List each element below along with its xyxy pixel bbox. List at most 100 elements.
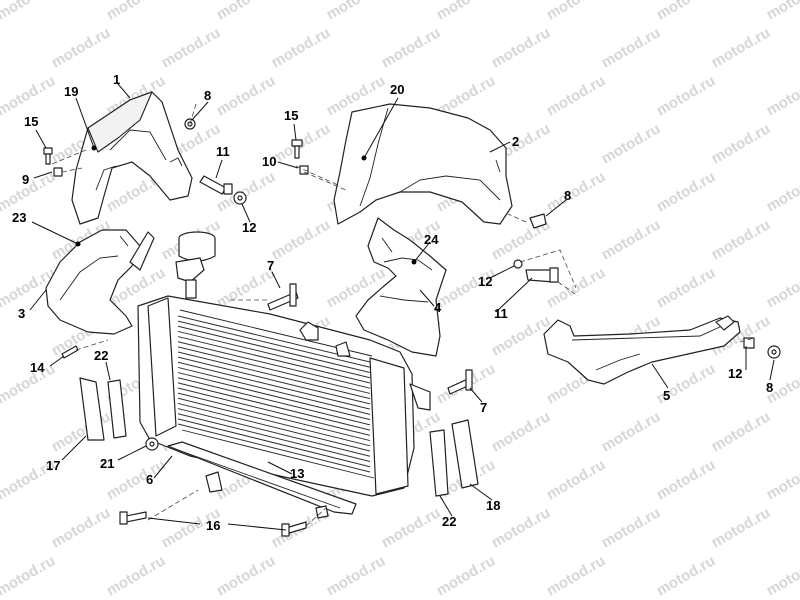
callout-7-right: 7: [480, 400, 487, 415]
callout-8-right: 8: [564, 188, 571, 203]
radiator-fin: [177, 341, 371, 389]
watermark-text: motod.ru: [764, 72, 800, 119]
callout-11-upper: 11: [216, 144, 230, 159]
part-3-left-shroud: [45, 229, 155, 335]
part-18-foam-strip: [451, 419, 479, 489]
watermark-text: motod.ru: [709, 120, 774, 167]
watermark-text: motod.ru: [544, 456, 609, 503]
radiator-fins: [177, 315, 371, 473]
callout-13: 13: [290, 466, 304, 481]
callout-12-right: 12: [478, 274, 492, 289]
radiator-fin: [177, 361, 371, 410]
radiator-core: [137, 295, 431, 497]
watermark-text: motod.ru: [654, 72, 719, 119]
watermark-text: motod.ru: [599, 408, 664, 455]
part-21-nut: [145, 437, 159, 451]
part-9-nut-left: [53, 167, 63, 177]
watermark-text: motod.ru: [49, 504, 114, 551]
part-15-screw-left: [43, 147, 53, 165]
radiator-fin: [177, 392, 371, 442]
callout-7-upper: 7: [267, 258, 274, 273]
watermark-text: motod.ru: [764, 456, 800, 503]
callout-8-far-right: 8: [766, 380, 773, 395]
watermark-text: motod.ru: [544, 552, 609, 599]
callout-16: 16: [206, 518, 220, 533]
radiator-fin: [177, 372, 371, 421]
radiator-fin: [177, 423, 371, 473]
callout-19: 19: [64, 84, 78, 99]
radiator-fin: [177, 336, 371, 384]
watermark-text: motod.ru: [764, 168, 800, 215]
callout-14: 14: [30, 360, 45, 375]
watermark-text: motod.ru: [379, 24, 444, 71]
watermark-text: motod.ru: [0, 552, 58, 599]
radiator-fin: [177, 387, 371, 436]
callout-12-upper: 12: [242, 220, 256, 235]
radiator-fin: [177, 346, 371, 394]
watermark-text: motod.ru: [0, 72, 58, 119]
watermark-text: motod.ru: [269, 24, 334, 71]
callout-20: 20: [390, 82, 404, 97]
part-17-foam-strip: [79, 377, 105, 441]
part-11-bolt-upper: [199, 175, 233, 195]
watermark-text: motod.ru: [0, 216, 3, 263]
radiator-fin: [177, 330, 371, 379]
radiator-fin: [177, 413, 371, 463]
watermark-text: motod.ru: [0, 312, 3, 359]
watermark-text: motod.ru: [0, 0, 58, 23]
callout-4: 4: [434, 300, 442, 315]
foam-strips: [79, 377, 479, 497]
callout-1: 1: [113, 72, 120, 87]
callout-labels: 1 2 3 4 5 6 7 7 8 8 8 9 10 11 11 12 12 1…: [12, 72, 773, 533]
callout-12-far-right: 12: [728, 366, 742, 381]
watermark-text: motod.ru: [599, 120, 664, 167]
watermark-text: motod.ru: [214, 0, 279, 23]
callout-15-center: 15: [284, 108, 298, 123]
radiator-fin: [177, 377, 371, 426]
part-15-screw-center: [291, 139, 303, 159]
radiator-fin: [177, 382, 371, 431]
watermark-text: motod.ru: [709, 408, 774, 455]
part-7-bolt-right: [447, 369, 473, 395]
watermark-text: motod.ru: [654, 552, 719, 599]
radiator-fin: [177, 402, 371, 452]
assembly-lines: [51, 103, 755, 527]
watermark-text: motod.ru: [214, 552, 279, 599]
watermark-text: motod.ru: [709, 504, 774, 551]
watermark-text: motod.ru: [0, 24, 3, 71]
watermark-text: motod.ru: [654, 0, 719, 23]
watermark-text: motod.ru: [324, 0, 389, 23]
radiator-fin: [177, 397, 371, 447]
watermark-text: motod.ru: [379, 504, 444, 551]
callout-23: 23: [12, 210, 26, 225]
part-12-washer-right: [513, 259, 523, 269]
callout-10: 10: [262, 154, 276, 169]
watermark-text: motod.ru: [159, 24, 224, 71]
radiator-fin: [177, 366, 371, 415]
part-12-washer-far-right: [743, 337, 755, 349]
radiator-fin: [177, 351, 371, 400]
watermark-text: motod.ru: [0, 120, 3, 167]
watermark-text: motod.ru: [709, 216, 774, 263]
watermark-text: motod.ru: [599, 24, 664, 71]
part-8-nut-far-right: [767, 345, 781, 359]
coolant-reservoir: [175, 231, 216, 299]
callout-15-left: 15: [24, 114, 38, 129]
callout-18: 18: [486, 498, 500, 513]
part-16-screw-left: [119, 511, 147, 525]
watermark-text: motod.ru: [764, 264, 800, 311]
part-22-foam-strip-right: [429, 429, 449, 497]
callout-22-left: 22: [94, 348, 108, 363]
part-4-center-bracket: [355, 217, 447, 357]
watermark-text: motod.ru: [49, 408, 114, 455]
part-1-left-upper-cover: [71, 91, 193, 225]
callout-9: 9: [22, 172, 29, 187]
watermark-text: motod.ru: [599, 216, 664, 263]
watermark-text: motod.ru: [654, 264, 719, 311]
callout-24: 24: [424, 232, 439, 247]
radiator-fin: [177, 325, 371, 373]
watermark-text: motod.ru: [489, 24, 554, 71]
part-2-right-upper-cover: [333, 103, 513, 225]
watermark-text: motod.ru: [544, 0, 609, 23]
